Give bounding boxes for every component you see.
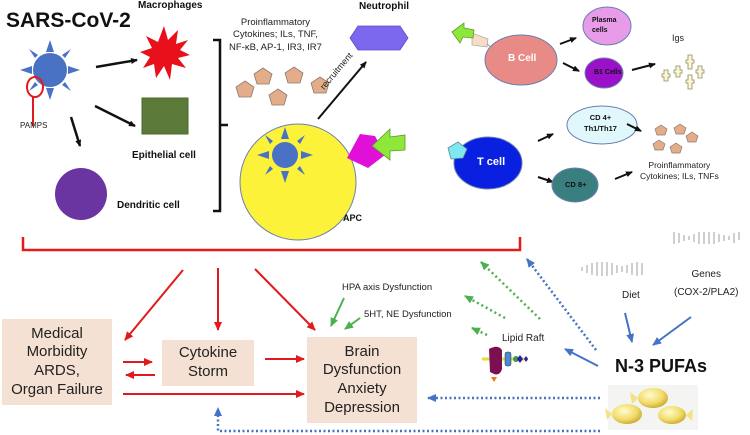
label-plasma-cells: Plasma cells: [592, 17, 617, 34]
label-apc: APC: [343, 213, 363, 223]
b1-cells-icon: [584, 57, 624, 89]
arrow-to-medical: [124, 269, 184, 341]
b-cell-receptor-icon: [471, 32, 489, 48]
label-cytokines-top: Proinflammatory Cytokines; ILs, TNF, NF-…: [229, 17, 322, 53]
macrophage-icon: [140, 26, 190, 80]
arrow-tcell-cd8: [537, 176, 554, 183]
b-cell-icon: [484, 34, 558, 86]
arrow-pufa-to-bracket: [526, 258, 597, 351]
label-5ht-ne: 5HT, NE Dysfunction: [364, 309, 452, 320]
lipid-raft-icon: [482, 346, 528, 382]
red-bracket-icon: [21, 237, 522, 252]
arrow-virus-epithelial: [94, 104, 136, 128]
label-igs: Igs: [672, 33, 685, 43]
title-sars-cov-2: SARS-CoV-2: [6, 9, 131, 32]
label-epithelial-cell: Epithelial cell: [132, 150, 196, 161]
arrow-raft-hpa: [464, 294, 506, 320]
epithelial-cell-icon: [141, 97, 189, 135]
arrow-hpa-to-brain: [330, 297, 345, 327]
label-cd4: CD 4+ Th1/Th17: [584, 113, 617, 134]
b-cell-antigen-arrow-icon: [451, 22, 475, 44]
label-pamps: PAMPS: [20, 121, 48, 130]
cytokine-cluster-right: [652, 123, 699, 154]
label-b-cell: B Cell: [508, 53, 537, 64]
box-cytokine-storm: Cytokine Storm: [162, 340, 254, 386]
label-cd8: CD 8+: [565, 180, 587, 189]
cytokine-cluster-top: [235, 66, 330, 106]
virus-icon: [20, 40, 80, 100]
arrow-cd8-cytokines: [614, 171, 633, 180]
diet-dna-icon: [581, 262, 643, 276]
genes-dna-icon: [673, 232, 740, 244]
pamps-marker-icon: [26, 76, 44, 126]
bracket-icon: [213, 38, 228, 213]
arrow-raft-5ht: [471, 326, 488, 337]
label-genes: Genes (COX-2/PLA2): [674, 269, 739, 298]
label-macrophages: Macrophages: [138, 0, 203, 11]
plasma-cells-icon: [582, 6, 632, 46]
t-cell-receptor-icon: [447, 141, 468, 160]
neutrophil-icon: [349, 25, 409, 51]
arrow-pufa-green-1: [480, 261, 541, 320]
arrow-bcell-b1: [562, 62, 580, 72]
dendritic-cell-icon: [55, 168, 107, 220]
arrow-tcell-cd4: [537, 133, 554, 142]
immunoglobulins-icon: [661, 54, 705, 90]
label-diet: Diet: [622, 290, 640, 301]
arrow-genes-to-pufa: [652, 316, 692, 346]
arrow-cd4-cytokines: [626, 123, 642, 132]
arrow-b1-igs: [631, 62, 656, 71]
label-dendritic-cell: Dendritic cell: [117, 200, 180, 211]
label-b1-cells: B1 Cells: [594, 69, 622, 76]
label-neutrophil: Neutrophil: [359, 1, 409, 12]
arrow-to-brain: [254, 268, 316, 331]
arrow-bcell-plasma: [559, 37, 577, 45]
arrow-5ht-to-brain: [344, 317, 361, 330]
t-cell-icon: [453, 136, 523, 190]
label-t-cell: T cell: [477, 156, 506, 168]
box-brain-dysfunction: Brain Dysfunction Anxiety Depression: [307, 337, 417, 423]
arrow-diet-to-pufa: [624, 312, 635, 343]
antigen-arrow-icon: [371, 128, 406, 161]
box-medical-morbidity: Medical Morbidity ARDS, Organ Failure: [2, 319, 112, 405]
apc-virus-icon: [257, 127, 313, 183]
label-lipid-raft: Lipid Raft: [502, 333, 545, 344]
label-hpa-axis: HPA axis Dysfunction: [342, 282, 433, 293]
label-n3-pufas: N-3 PUFAs: [615, 356, 708, 376]
fish-oil-capsules-icon: [605, 385, 698, 430]
label-cytokines-right: Proinflammatory Cytokines; ILs, TNFs: [640, 160, 719, 182]
arrow-virus-dendritic: [69, 116, 82, 147]
arrow-pufa-to-raft: [564, 348, 599, 367]
arrow-pufa-to-storm: [214, 407, 600, 433]
cd4-cell-icon: [566, 105, 638, 145]
cd8-cell-icon: [551, 167, 599, 203]
arrow-virus-macrophage: [95, 58, 138, 69]
arrow-recruitment: [317, 61, 367, 120]
